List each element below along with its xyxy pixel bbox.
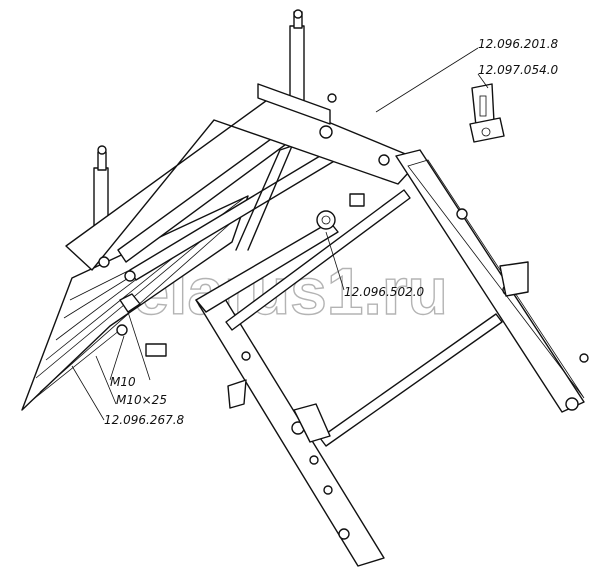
label-frame-part-number: 12.096.201.8 — [478, 37, 559, 51]
detached-bracket-part — [469, 83, 505, 143]
shaft-eye-bracket — [316, 193, 365, 230]
lower-cross-shafts — [195, 189, 529, 447]
label-bolt-size: M10×25 — [116, 393, 167, 407]
right-upright-post — [289, 9, 305, 119]
left-front-rail — [195, 293, 385, 567]
bolt-and-nut — [116, 293, 167, 357]
main-frame-beam — [65, 83, 421, 282]
leader-lines — [71, 47, 489, 421]
label-shield-part-number: 12.096.267.8 — [104, 413, 185, 427]
label-shaft-part-number: 12.096.502.0 — [344, 285, 425, 299]
label-bracket-part-number: 12.097.054.0 — [478, 63, 559, 77]
label-nut-size: M10 — [110, 375, 136, 389]
right-side-rail — [395, 149, 589, 413]
